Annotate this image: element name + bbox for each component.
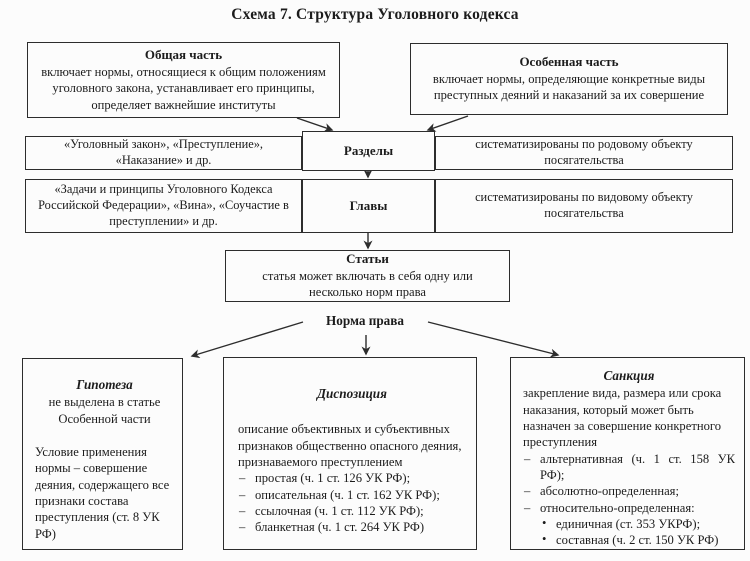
norma-prava-label: Норма права [325, 313, 404, 328]
razdely-systematization-box: систематизированы по родовому объекту по… [435, 136, 733, 170]
sanktsiya-item: абсолютно-определенная; [523, 483, 735, 500]
diagram-title: Схема 7. Структура Уголовного кодекса [231, 6, 519, 23]
dispozitsiya-item: ссылочная (ч. 1 ст. 112 УК РФ); [238, 503, 466, 520]
arrow-norma-to-sanktsiya [427, 321, 560, 358]
glavy-examples-box: «Задачи и принципы Уголовного Кодекса Ро… [25, 179, 302, 233]
arrow-general-to-razdely [296, 117, 334, 132]
stati-heading: Статьи [346, 251, 389, 267]
sanktsiya-subitem: составная (ч. 2 ст. 150 УК РФ) [540, 531, 735, 548]
general-part-heading: Общая часть [144, 47, 223, 63]
sanktsiya-item: альтернативная (ч. 1 ст. 158 УК РФ); [523, 451, 735, 484]
special-part-box: Особенная часть включает нормы, определя… [410, 43, 728, 115]
special-part-body: включает нормы, определяющие конкретные … [432, 72, 706, 103]
general-part-body: включает нормы, относящиеся к общим поло… [41, 64, 326, 112]
stati-body: статья может включать в себя одну или не… [262, 269, 473, 300]
razdely-label-box: Разделы [302, 131, 435, 171]
sanktsiya-body: закрепление вида, размера или срока нака… [523, 386, 722, 450]
arrow-norma-to-gipoteza [190, 321, 304, 359]
sanktsiya-box: Санкция закрепление вида, размера или ср… [510, 357, 745, 550]
stati-box: Статьи статья может включать в себя одну… [225, 250, 510, 302]
dispozitsiya-item: описательная (ч. 1 ст. 162 УК РФ); [238, 487, 466, 504]
dispozitsiya-heading: Диспозиция [317, 386, 387, 401]
special-part-heading: Особенная часть [519, 54, 619, 70]
dispozitsiya-item: бланкетная (ч. 1 ст. 264 УК РФ) [238, 519, 466, 536]
gipoteza-subheading: не выделена в статье Особенной части [48, 395, 161, 426]
dispozitsiya-item: простая (ч. 1 ст. 126 УК РФ); [238, 470, 466, 487]
sanktsiya-subitem: единичная (ст. 353 УКРФ); [540, 515, 735, 532]
glavy-label-box: Главы [302, 179, 435, 233]
gipoteza-heading: Гипотеза [76, 377, 133, 392]
dispozitsiya-box: Диспозиция описание объективных и субъек… [223, 357, 477, 550]
glavy-systematization-box: систематизированы по видовому объекту по… [435, 179, 733, 233]
arrow-special-to-razdely [426, 115, 469, 132]
gipoteza-body: Условие применения нормы – совершение де… [35, 444, 170, 541]
gipoteza-box: Гипотеза не выделена в статье Особенной … [22, 358, 183, 550]
razdely-examples-box: «Уголовный закон», «Преступление», «Нака… [25, 136, 302, 170]
general-part-box: Общая часть включает нормы, относящиеся … [27, 42, 340, 118]
sanktsiya-heading: Санкция [603, 368, 655, 383]
sanktsiya-item: относительно-определенная: [523, 500, 735, 517]
dispozitsiya-body: описание объективных и субъективных приз… [238, 422, 462, 469]
